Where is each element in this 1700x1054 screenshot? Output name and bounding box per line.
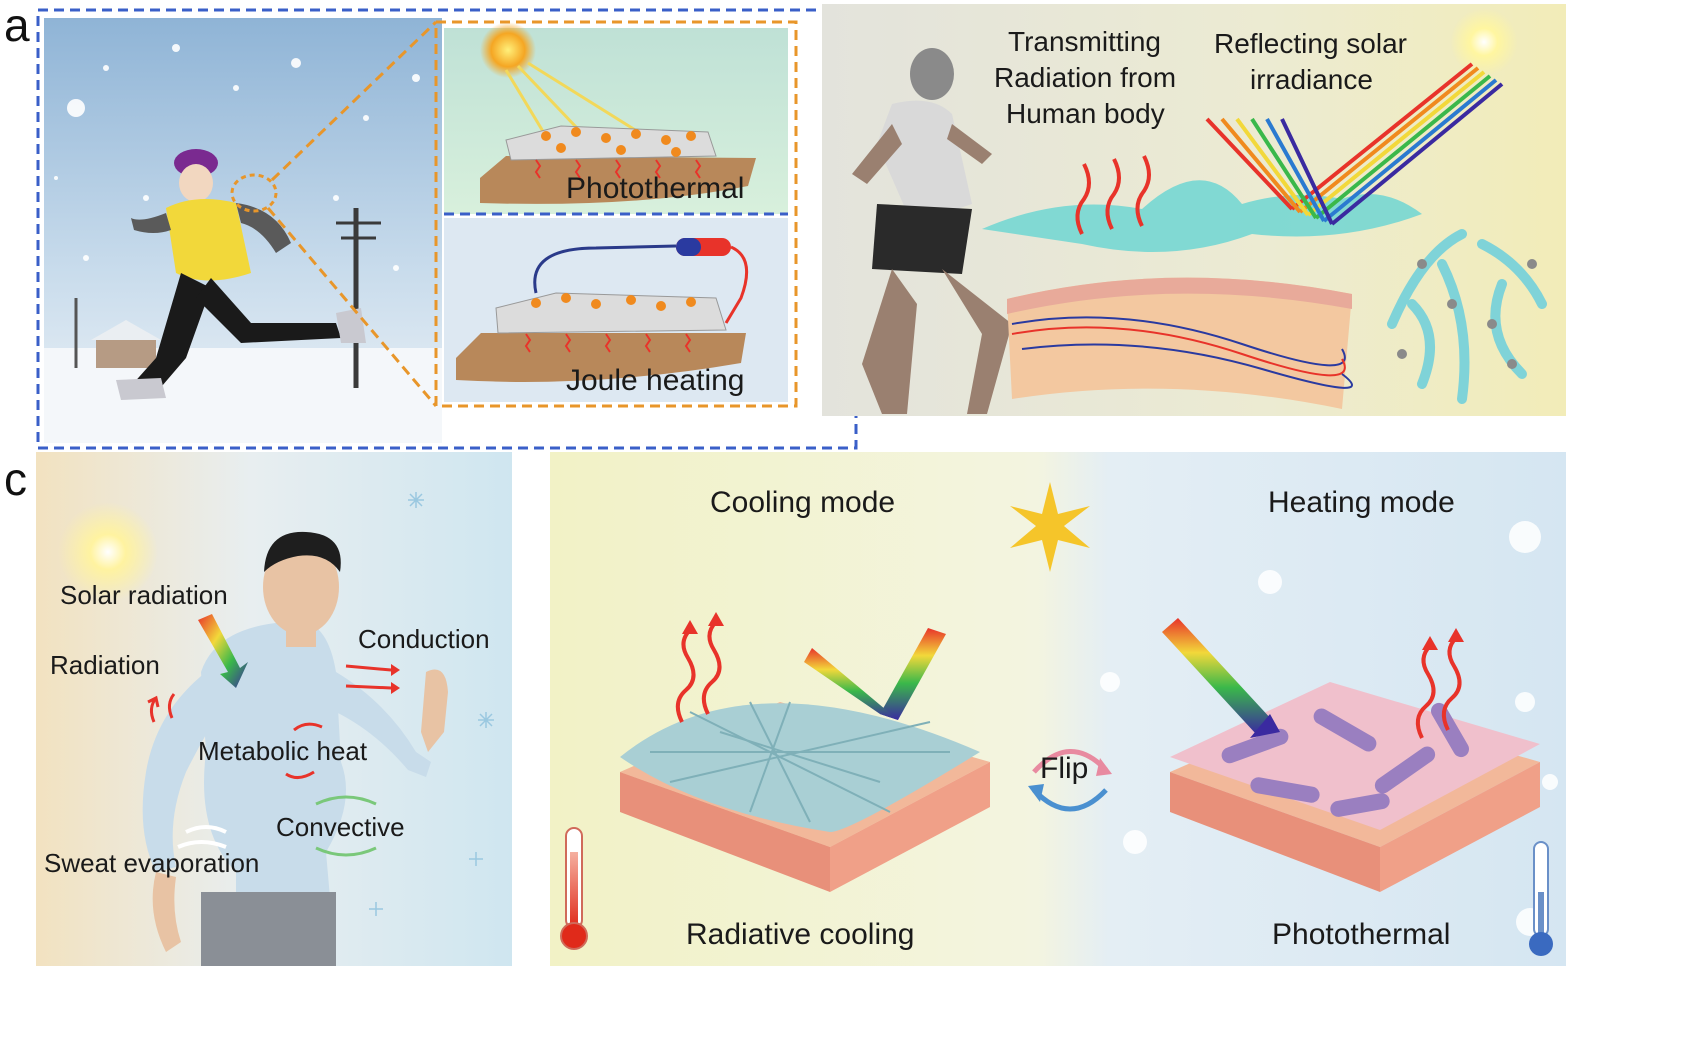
runner-woman [852, 48, 1012, 414]
label-radiative-cooling: Radiative cooling [686, 918, 915, 951]
sun-icon [1010, 482, 1090, 572]
label-reflecting-2: irradiance [1250, 64, 1373, 95]
snowflakes-d [1100, 521, 1558, 936]
panel-b-illustration [822, 4, 1566, 416]
panel-d-illustration [550, 452, 1566, 966]
label-joule-heating: Joule heating [566, 364, 745, 397]
panel-d: Cooling mode Heating mode Flip Radiative… [550, 452, 1566, 966]
panel-letter-a: a [4, 0, 30, 51]
panel-c: Solar radiation Conduction Radiation Met… [36, 452, 512, 966]
label-heating-mode: Heating mode [1268, 486, 1455, 519]
label-photothermal-a: Photothermal [566, 172, 745, 205]
panel-a-illustration [36, 8, 858, 450]
label-conduction: Conduction [358, 624, 490, 654]
label-transmitting-3: Human body [1006, 98, 1165, 129]
runner-figure [116, 149, 366, 400]
label-transmitting-1: Transmitting [1008, 26, 1162, 57]
skin-block [1007, 277, 1353, 409]
label-sweat-evaporation: Sweat evaporation [44, 848, 260, 878]
man-figure [142, 531, 448, 966]
label-convective: Convective [276, 812, 405, 842]
label-transmitting-2: Radiation from [994, 62, 1177, 93]
label-solar-radiation: Solar radiation [60, 580, 228, 610]
label-flip: Flip [1040, 752, 1089, 785]
panel-letter-c: c [4, 453, 27, 505]
thermometer-cold-icon [1529, 841, 1553, 956]
label-reflecting-1: Reflecting solar [1214, 28, 1407, 59]
panel-c-illustration [36, 452, 512, 966]
panel-a: Photothermal Joule heating [36, 8, 858, 450]
label-photothermal-d: Photothermal [1272, 918, 1451, 951]
thermometer-hot-icon [560, 827, 588, 950]
cooling-block [620, 701, 990, 892]
label-metabolic-heat: Metabolic heat [198, 736, 368, 766]
panel-b: Transmitting Radiation from Human body R… [822, 4, 1566, 416]
snowflakes [54, 44, 420, 271]
snowflake-icons [369, 492, 494, 916]
label-radiation: Radiation [50, 650, 160, 680]
flip-icon [1032, 749, 1108, 812]
label-cooling-mode: Cooling mode [710, 486, 896, 519]
